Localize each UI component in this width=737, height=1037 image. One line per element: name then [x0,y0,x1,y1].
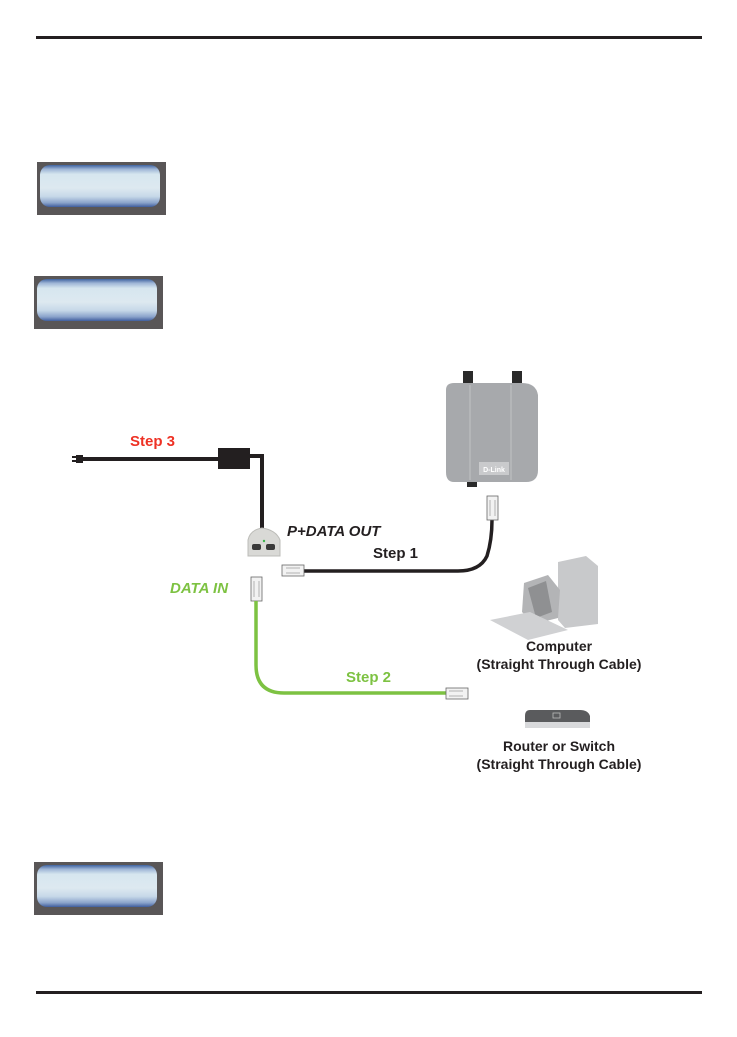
computer-icon [490,556,598,640]
computer-label: Computer [526,638,593,654]
power-adapter-icon [218,448,250,469]
step2-cable [254,601,446,695]
poe-injector-icon [247,527,281,557]
data-in-label: DATA IN [170,580,229,597]
router-label: Router or Switch [503,738,615,754]
p-data-out-label: P+DATA OUT [287,523,382,540]
rj45-connector-icon [250,576,263,602]
step-button-3-pill [37,865,157,907]
step1-label: Step 1 [373,545,418,562]
router-icon [525,710,590,728]
footer-rule [36,991,702,994]
step-button-3[interactable] [34,862,163,915]
power-cable [72,448,264,532]
rj45-connector-icon [281,564,305,577]
rj45-connector-icon [486,495,499,521]
router-cable-label: (Straight Through Cable) [477,756,642,772]
rj45-connector-icon [445,687,469,700]
connection-diagram: Step 3 P+DATA OUT Step 1 D-Link DATA IN [72,371,642,772]
step-button-2-pill [37,279,157,321]
step1-cable [304,519,494,573]
brand-label: D-Link [483,467,505,474]
step-button-2[interactable] [34,276,163,329]
step-button-1-pill [40,165,160,207]
step3-label: Step 3 [130,433,175,450]
power-plug-icon [76,455,83,463]
step-button-1[interactable] [37,162,166,215]
step2-label: Step 2 [346,669,391,686]
access-point-icon: D-Link [446,371,538,487]
header-rule [36,36,702,39]
computer-cable-label: (Straight Through Cable) [477,656,642,672]
